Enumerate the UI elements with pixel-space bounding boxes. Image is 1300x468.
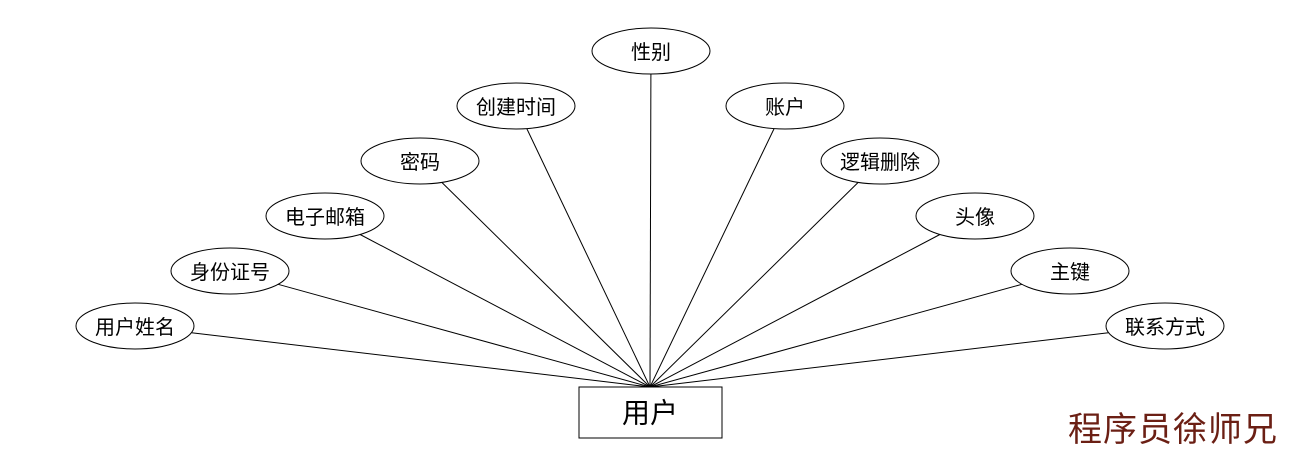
attr-username-label: 用户姓名 <box>95 315 175 339</box>
connector-attr-username <box>191 332 651 388</box>
attr-avatar-ellipse <box>915 192 1035 240</box>
attr-contact-ellipse <box>1105 302 1225 350</box>
attr-username: 用户姓名 <box>75 302 195 350</box>
attr-primary-key-ellipse <box>1010 247 1130 295</box>
attr-account-label: 账户 <box>765 95 805 119</box>
attr-id-number-ellipse <box>170 247 290 295</box>
attr-logical-delete-label: 逻辑删除 <box>840 150 920 174</box>
connector-attr-contact <box>649 332 1109 388</box>
connector-attr-password <box>441 182 651 388</box>
attr-contact-label: 联系方式 <box>1125 315 1205 339</box>
attr-primary-key: 主键 <box>1010 247 1130 295</box>
connectors <box>191 73 1109 388</box>
connector-attr-account <box>649 128 775 388</box>
attr-logical-delete-ellipse <box>820 137 940 185</box>
attr-gender-ellipse <box>591 27 711 75</box>
entity-user: 用户 <box>578 386 723 439</box>
attr-password-label: 密码 <box>400 150 440 174</box>
attr-contact: 联系方式 <box>1105 302 1225 350</box>
connector-attr-avatar <box>649 234 941 388</box>
attr-id-number-label: 身份证号 <box>190 260 270 284</box>
attr-gender: 性别 <box>591 27 711 75</box>
entity-box <box>578 386 723 439</box>
watermark-text: 程序员徐师兄 <box>1068 410 1278 450</box>
attr-password: 密码 <box>360 137 480 185</box>
attr-email-label: 电子邮箱 <box>285 205 365 229</box>
attr-password-ellipse <box>360 137 480 185</box>
attr-id-number: 身份证号 <box>170 247 290 295</box>
attr-created-time: 创建时间 <box>456 82 576 130</box>
attr-username-ellipse <box>75 302 195 350</box>
connector-attr-email <box>359 234 651 388</box>
attr-avatar-label: 头像 <box>955 205 995 229</box>
attr-account: 账户 <box>725 82 845 130</box>
attr-account-ellipse <box>725 82 845 130</box>
attr-gender-label: 性别 <box>631 40 671 64</box>
attr-email: 电子邮箱 <box>265 192 385 240</box>
attr-logical-delete: 逻辑删除 <box>820 137 940 185</box>
connector-attr-created-time <box>526 128 651 388</box>
attr-avatar: 头像 <box>915 192 1035 240</box>
entity-label: 用户 <box>622 397 678 430</box>
connector-attr-gender <box>649 73 652 388</box>
connector-attr-primary-key <box>649 283 1023 388</box>
attr-email-ellipse <box>265 192 385 240</box>
attr-created-time-label: 创建时间 <box>476 95 556 119</box>
attr-created-time-ellipse <box>456 82 576 130</box>
attr-primary-key-label: 主键 <box>1050 260 1090 284</box>
connector-attr-id-number <box>277 283 651 388</box>
connector-attr-logical-delete <box>649 182 859 388</box>
